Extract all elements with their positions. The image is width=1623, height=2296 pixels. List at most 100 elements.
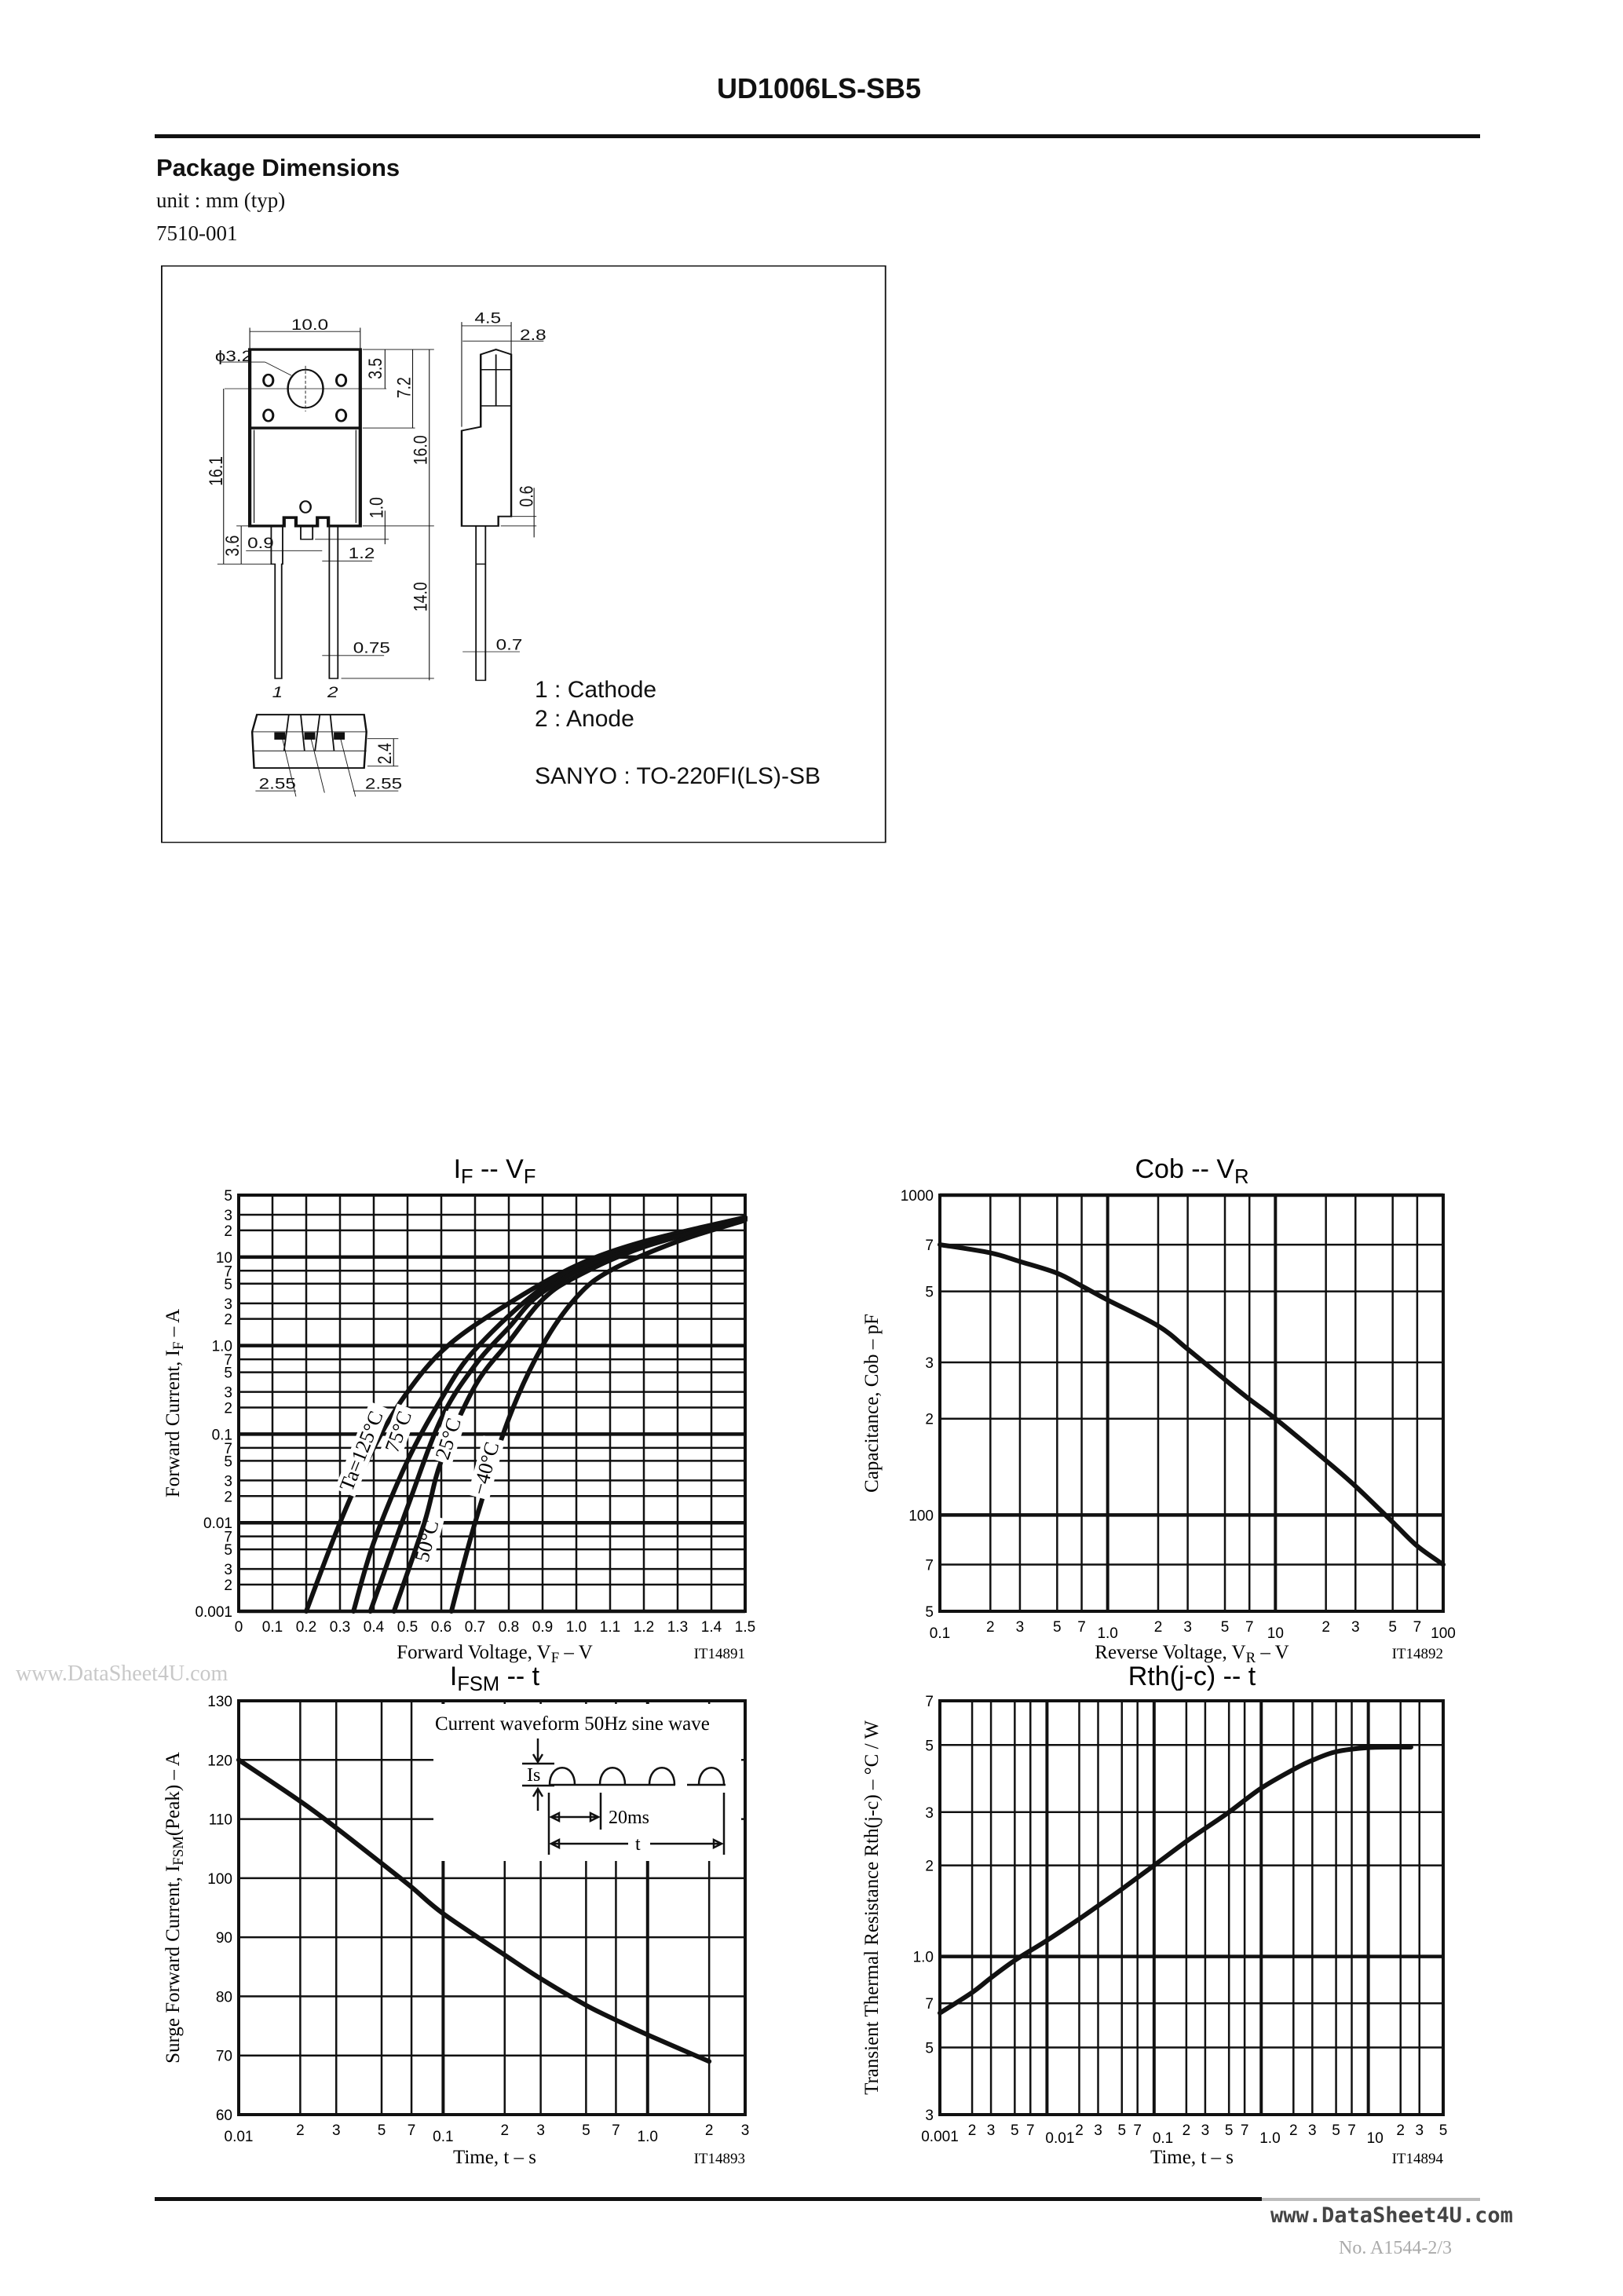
x-tick-label: 10 — [1367, 2130, 1384, 2147]
x-tick-label: 1.1 — [600, 1619, 620, 1636]
page-number: No. A1544-2/3 — [1339, 2238, 1452, 2258]
y-tick-label: 3 — [224, 1208, 232, 1224]
x-tick-label: 0.01 — [1045, 2130, 1074, 2147]
chart-title: IF -- VF — [454, 1154, 536, 1188]
x-tick-label: 1.0 — [1097, 1625, 1117, 1642]
x-tick-label: 0.3 — [330, 1619, 350, 1636]
x-tick-label: 0.4 — [364, 1619, 385, 1636]
text-part: Capacitance, Cob – pF — [861, 1314, 883, 1493]
x-tick-label: 1.5 — [735, 1619, 755, 1636]
plot-frame — [237, 1699, 747, 2116]
text-part: Cob -- V — [1135, 1154, 1234, 1184]
x-tick-label: 1.0 — [566, 1619, 587, 1636]
x-tick-label: 1.0 — [1259, 2130, 1280, 2147]
x-tick-label: 2 — [705, 2122, 714, 2139]
dim-16-1: 16.1 — [205, 456, 227, 486]
dim-2-8: 2.8 — [520, 326, 546, 343]
x-tick-label: 2 — [1154, 1619, 1163, 1636]
y-axis-label: Transient Thermal Resistance Rth(j-c) – … — [861, 1720, 883, 2095]
x-tick-label: 5 — [1011, 2122, 1019, 2139]
y-tick-label: 7 — [925, 1996, 934, 2013]
x-tick-label: 3 — [332, 2122, 341, 2139]
y-tick-label: 5 — [925, 1285, 934, 1301]
x-tick-label: 0.1 — [930, 1625, 950, 1642]
y-tick-label: 80 — [216, 1989, 232, 2005]
x-axis-label: Forward Voltage, VF – V — [397, 1642, 593, 1666]
y-tick-label: 3 — [925, 1805, 934, 1822]
sine-wave-icon — [548, 1767, 726, 1786]
series-line — [351, 1215, 748, 1614]
text-part: – V — [559, 1642, 593, 1663]
x-tick-label: 5 — [1117, 2122, 1126, 2139]
y-tick-label: 3 — [224, 1562, 232, 1578]
y-tick-label: 2 — [925, 1859, 934, 1875]
footer-rule-light — [1262, 2198, 1480, 2201]
text-part: Rth(j-c) -- t — [1128, 1662, 1256, 1691]
text-part: I — [450, 1662, 457, 1691]
y-tick-label: 100 — [908, 1508, 934, 1524]
y-tick-label: 70 — [216, 2049, 232, 2065]
x-tick-label: 3 — [1201, 2122, 1210, 2139]
inset-is-label: Is — [527, 1765, 540, 1786]
y-tick-label: 5 — [224, 1366, 232, 1382]
y-tick-label: 2 — [224, 1578, 232, 1594]
x-tick-label: 7 — [612, 2122, 620, 2139]
y-tick-label: 2 — [224, 1312, 232, 1329]
text-part: – A — [163, 1309, 184, 1342]
text-part: Forward Voltage, V — [397, 1642, 551, 1663]
dim-4-5: 4.5 — [474, 309, 501, 327]
y-tick-label: 3 — [925, 2108, 934, 2124]
subscript: FSM — [170, 1836, 187, 1866]
y-axis-label: Forward Current, IF – A — [163, 1309, 187, 1497]
y-tick-label: 3 — [224, 1473, 232, 1490]
pin-2-label: 2 — [327, 684, 338, 701]
plot-frame — [938, 1194, 1445, 1613]
watermark: www.DataSheet4U.com — [16, 1662, 228, 1686]
x-tick-label: 0.9 — [532, 1619, 553, 1636]
x-tick-label: 0.2 — [296, 1619, 316, 1636]
subscript: F — [551, 1650, 559, 1666]
x-tick-label: 3 — [741, 2122, 750, 2139]
y-tick-label: 7 — [224, 1441, 232, 1457]
y-tick-label: 5 — [224, 1188, 232, 1205]
y-tick-label: 10 — [216, 1250, 232, 1267]
footer-watermark: www.DataSheet4U.com — [1270, 2203, 1513, 2228]
y-axis-label: Capacitance, Cob – pF — [861, 1314, 883, 1493]
figure-code: IT14893 — [694, 2151, 745, 2167]
x-tick-label: 0.1 — [262, 1619, 283, 1636]
x-tick-label: 5 — [1225, 2122, 1234, 2139]
page-title: UD1006LS-SB5 — [716, 72, 922, 104]
series-line — [938, 1242, 1446, 1567]
x-axis-label: Time, t – s — [453, 2147, 536, 2168]
figure-code: IT14892 — [1392, 1646, 1443, 1662]
x-tick-label: 2 — [1289, 2122, 1298, 2139]
x-tick-label: 7 — [408, 2122, 416, 2139]
bottom-view — [250, 714, 367, 797]
y-tick-label: 7 — [224, 1263, 232, 1280]
x-tick-label: 2 — [500, 2122, 509, 2139]
y-tick-label: 5 — [224, 1542, 232, 1559]
x-tick-label: 0.5 — [397, 1619, 418, 1636]
x-tick-label: 3 — [1415, 2122, 1424, 2139]
inset-caption: Current waveform 50Hz sine wave — [435, 1713, 710, 1735]
package-unit: unit : mm (typ) — [156, 188, 286, 212]
text-part: -- V — [473, 1154, 525, 1184]
dim-0-9: 0.9 — [247, 534, 274, 551]
y-tick-label: 2 — [224, 1223, 232, 1240]
text-part: (Peak) – A — [163, 1752, 184, 1836]
x-tick-label: 7 — [1347, 2122, 1356, 2139]
dim-3-6: 3.6 — [221, 536, 243, 557]
y-tick-label: 100 — [207, 1871, 232, 1888]
figure-code: IT14891 — [694, 1646, 745, 1662]
timing-arrows — [547, 1793, 726, 1855]
x-tick-label: 1.3 — [667, 1619, 688, 1636]
x-tick-label: 7 — [1413, 1619, 1422, 1636]
x-tick-label: 5 — [1221, 1619, 1230, 1636]
is-marker — [522, 1738, 554, 1811]
subscript: R — [1234, 1166, 1248, 1188]
plot-frame — [938, 1699, 1445, 2116]
package-code: 7510-001 — [156, 221, 238, 245]
x-axis-label: Reverse Voltage, VR – V — [1095, 1642, 1289, 1666]
